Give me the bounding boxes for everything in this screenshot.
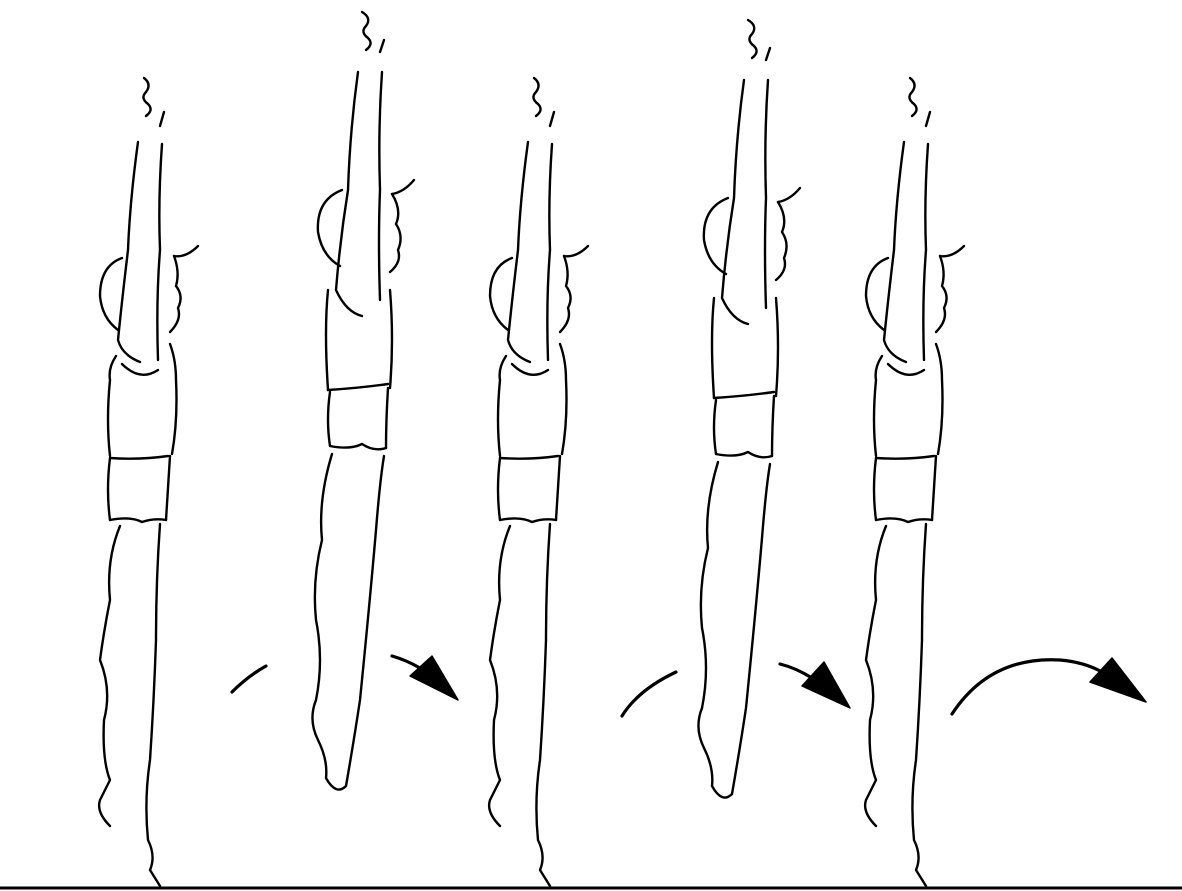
rotation-arrow-2	[622, 662, 850, 716]
figure-2	[312, 12, 414, 790]
figure-4	[698, 20, 800, 798]
rotation-arrow-1	[232, 656, 458, 700]
figure-5	[865, 78, 964, 886]
figure-1	[99, 78, 198, 886]
rotation-arrow-3	[952, 658, 1146, 714]
figure-3	[489, 78, 588, 886]
